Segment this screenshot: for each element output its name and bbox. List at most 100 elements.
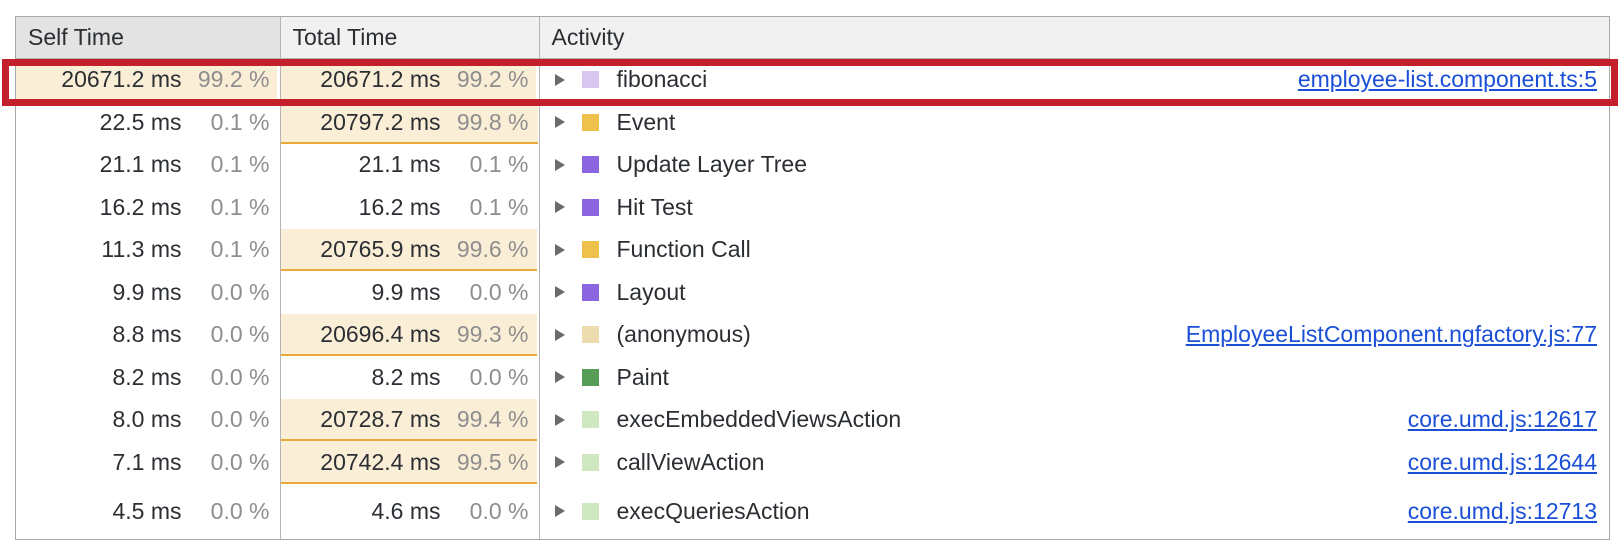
- expand-triangle-icon[interactable]: [553, 503, 575, 519]
- self-time-percent: 0.0 %: [210, 497, 270, 524]
- self-time-value: 22.5 ms: [99, 108, 182, 135]
- expand-triangle-icon[interactable]: [553, 199, 575, 215]
- expand-triangle-icon[interactable]: [553, 72, 575, 88]
- self-time-value: 8.8 ms: [112, 321, 182, 348]
- self-time-measure: 20671.2 ms 99.2 %: [16, 58, 280, 101]
- activity-label: callViewAction: [616, 448, 765, 475]
- activity-content: Layout: [540, 271, 1610, 314]
- bottom-up-tree-panel: Self Time Total Time Activity 20671.2 ms…: [15, 16, 1610, 540]
- bottom-up-tree-table: Self Time Total Time Activity 20671.2 ms…: [16, 17, 1609, 539]
- self-time-value: 20671.2 ms: [61, 66, 182, 93]
- rendering-purple-swatch: [581, 156, 599, 174]
- expand-triangle-icon[interactable]: [553, 327, 575, 343]
- activity-content: fibonacci employee-list.component.ts:5: [540, 59, 1610, 102]
- scripting-light-purple-swatch: [581, 71, 599, 89]
- total-time-percent: 99.3 %: [456, 321, 529, 348]
- total-time-percent: 99.8 %: [456, 108, 529, 135]
- table-row[interactable]: 20671.2 ms 99.2 % 20671.2 ms 99.2 % fibonacc…: [16, 58, 1609, 101]
- expand-triangle-icon[interactable]: [553, 412, 575, 428]
- activity-content: (anonymous)EmployeeListComponent.ngfacto…: [540, 314, 1610, 357]
- cell-total-time: 20671.2 ms 99.2 %: [280, 58, 540, 101]
- source-link[interactable]: core.umd.js:12617: [1407, 406, 1597, 433]
- self-time-percent: 0.1 %: [210, 193, 270, 220]
- activity-label: execQueriesAction: [616, 497, 810, 524]
- column-header-self-time[interactable]: Self Time: [16, 17, 281, 59]
- total-time-measure: 20671.2 ms 99.2 %: [280, 58, 539, 101]
- activity-label: fibonacci: [616, 66, 708, 93]
- self-time-percent: 99.2 %: [197, 66, 270, 93]
- cell-activity: (anonymous)EmployeeListComponent.ngfacto…: [539, 313, 1610, 357]
- header-row: Self Time Total Time Activity: [16, 17, 1609, 59]
- total-time-value: 20671.2 ms: [320, 66, 441, 93]
- source-link[interactable]: core.umd.js:12644: [1407, 448, 1597, 475]
- source-link[interactable]: core.umd.js:12713: [1407, 497, 1597, 524]
- source-link[interactable]: employee-list.component.ts:5: [1297, 66, 1597, 93]
- source-link[interactable]: EmployeeListComponent.ngfactory.js:77: [1185, 321, 1597, 348]
- activity-content: Function Call: [540, 229, 1610, 272]
- expand-triangle-icon[interactable]: [553, 242, 575, 258]
- activity-label: execEmbeddedViewsAction: [616, 406, 902, 433]
- activity-label: Layout: [616, 278, 686, 305]
- scripting-pale-green-swatch: [581, 502, 599, 520]
- expand-triangle-icon[interactable]: [553, 369, 575, 385]
- cell-activity: callViewAction core.umd.js:12644: [539, 441, 1609, 484]
- self-time-percent: 0.1 %: [210, 151, 270, 178]
- total-time-value: 16.2 ms: [358, 193, 441, 220]
- expand-triangle-icon[interactable]: [553, 157, 575, 173]
- cell-activity: Event: [539, 101, 1609, 144]
- total-time-percent: 99.2 %: [456, 66, 529, 93]
- scripting-yellow-swatch: [581, 241, 599, 259]
- self-time-value: 8.0 ms: [112, 406, 182, 433]
- total-time-value: 4.6 ms: [371, 497, 441, 524]
- rendering-purple-swatch: [581, 283, 599, 301]
- cell-activity: execEmbeddedViewsAction core.umd.js:12617: [539, 398, 1610, 442]
- cell-activity: Layout: [539, 271, 1609, 314]
- column-header-activity[interactable]: Activity: [539, 17, 1609, 59]
- expand-triangle-icon[interactable]: [553, 454, 575, 470]
- activity-content: execEmbeddedViewsAction core.umd.js:12617: [540, 399, 1610, 442]
- total-time-value: 9.9 ms: [371, 278, 441, 305]
- activity-label: Hit Test: [616, 193, 693, 220]
- expand-triangle-icon[interactable]: [553, 114, 575, 130]
- expand-triangle-icon[interactable]: [553, 284, 575, 300]
- cell-activity: Function Call: [539, 228, 1610, 272]
- total-time-value: 8.2 ms: [371, 363, 441, 390]
- self-time-percent: 0.0 %: [210, 363, 270, 390]
- column-header-total-time[interactable]: Total Time: [280, 17, 540, 59]
